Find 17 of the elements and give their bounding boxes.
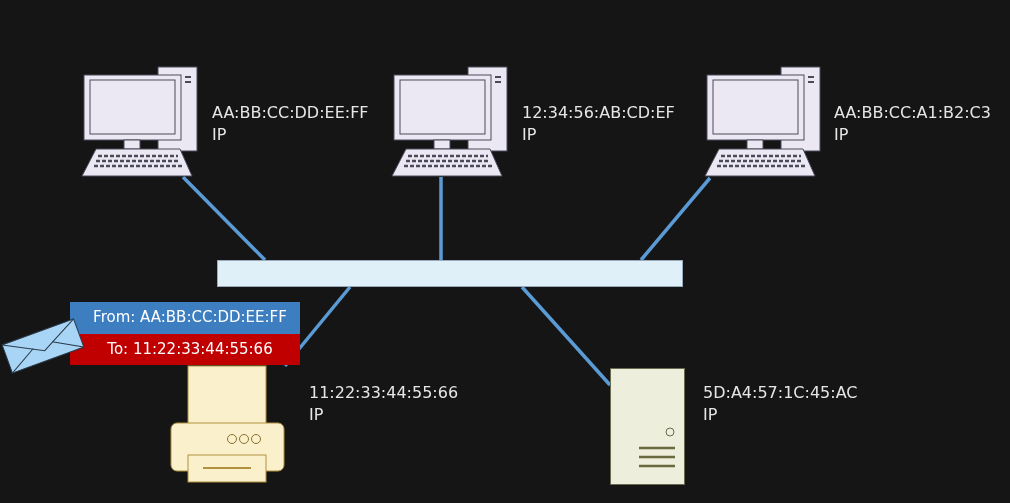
mac-address: 5D:A4:57:1C:45:AC — [703, 383, 858, 403]
mac-address: AA:BB:CC:DD:EE:FF — [212, 103, 369, 123]
ip-label: IP — [212, 125, 227, 145]
sender-address: From: AA:BB:CC:DD:EE:FF — [70, 302, 300, 334]
ip-label: IP — [703, 405, 718, 425]
network-cable — [520, 285, 612, 387]
mac-address: 11:22:33:44:55:66 — [309, 383, 459, 403]
mac-address: 12:34:56:AB:CD:EF — [522, 103, 675, 123]
mac-address: AA:BB:CC:A1:B2:C3 — [834, 103, 991, 123]
ip-label: IP — [309, 405, 324, 425]
network-cable — [639, 176, 712, 262]
switch-bar — [217, 260, 683, 287]
ip-label: IP — [522, 125, 537, 145]
network-cable — [439, 177, 443, 260]
ip-label: IP — [834, 125, 849, 145]
network-cable — [181, 175, 267, 262]
recipient-address: To: 11:22:33:44:55:66 — [70, 333, 300, 365]
